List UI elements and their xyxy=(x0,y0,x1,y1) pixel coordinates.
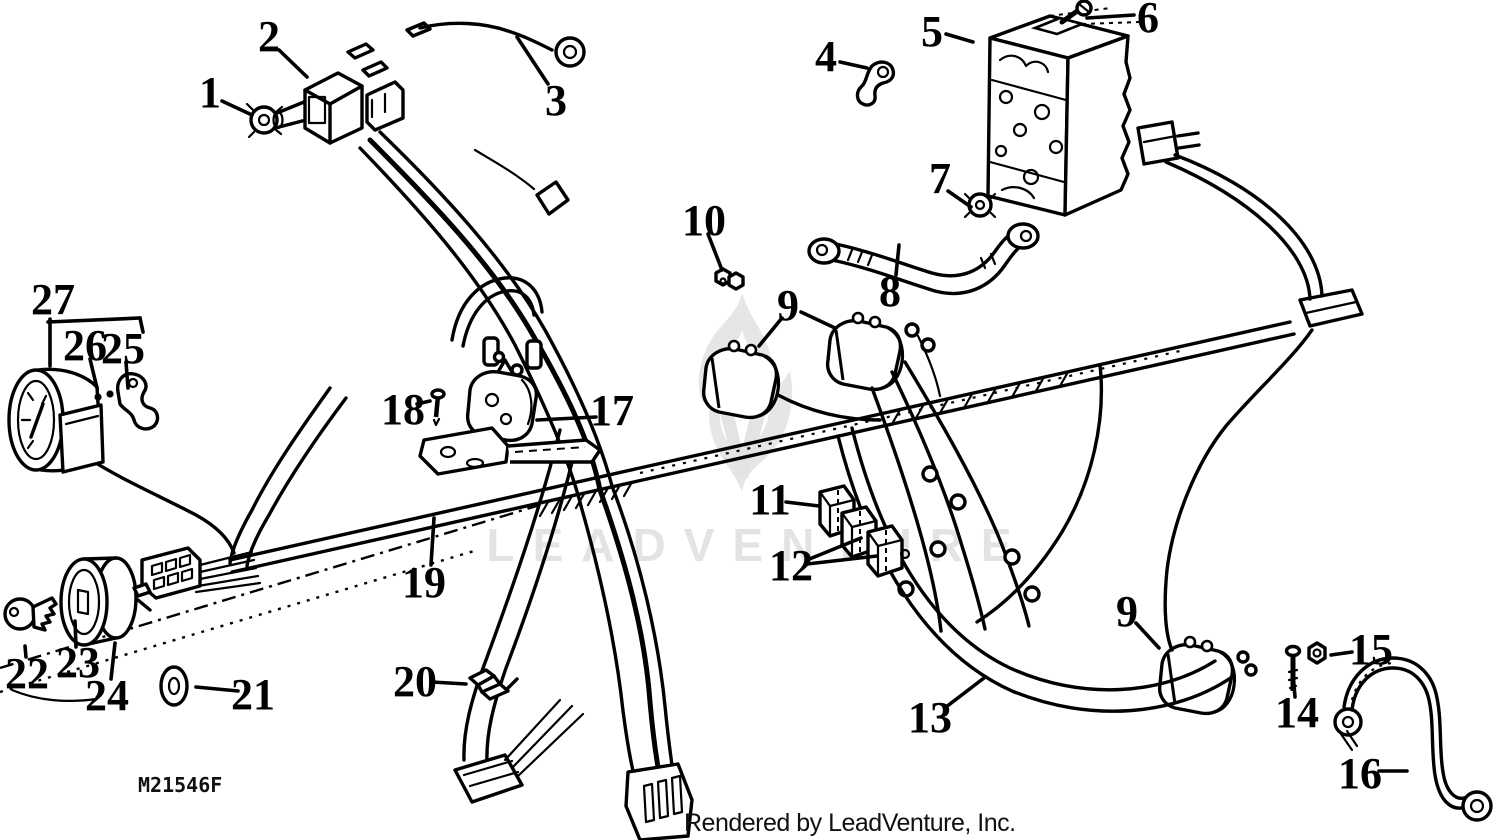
ring-terminal-wire-art xyxy=(418,21,586,216)
callout-label-17-17: 17 xyxy=(590,386,634,435)
callout-label-24-24: 24 xyxy=(85,671,129,720)
callout-label-7-6: 7 xyxy=(929,154,951,203)
callout-label-5-4: 5 xyxy=(921,7,943,56)
washer-art xyxy=(159,665,189,707)
ground-cable-art xyxy=(1333,656,1493,822)
callout-leader-12 xyxy=(805,536,863,562)
callout-label-25-25: 25 xyxy=(101,324,145,373)
callout-label-11-10: 11 xyxy=(749,475,791,524)
callout-label-27-27: 27 xyxy=(31,275,75,324)
callout-leader-15 xyxy=(1329,650,1354,657)
callout-leader-22 xyxy=(23,644,28,659)
callout-label-12-11: 12 xyxy=(769,541,813,590)
callout-label-14-14: 14 xyxy=(1275,688,1319,737)
credit-line-text: Rendered by LeadVenture, Inc. xyxy=(684,809,1016,837)
callout-leader-24 xyxy=(109,641,117,681)
callout-leader-25 xyxy=(124,360,130,390)
callout-label-16-16: 16 xyxy=(1338,749,1382,798)
callout-label-18-18: 18 xyxy=(381,385,425,434)
bottom-left-connector-art xyxy=(453,698,585,804)
callout-leader-9 xyxy=(799,310,837,330)
voltage-regulator-art xyxy=(855,0,1201,219)
callout-label-2-1: 2 xyxy=(258,12,280,61)
callout-leader-7 xyxy=(946,189,973,209)
callout-leader-5 xyxy=(944,32,975,44)
callout-leader-18 xyxy=(415,399,432,406)
callout-label-20-20: 20 xyxy=(393,657,437,706)
callout-leader-1 xyxy=(220,99,254,117)
callout-leader-26 xyxy=(88,357,99,390)
solenoid-right-art xyxy=(825,311,905,392)
callout-label-4-3: 4 xyxy=(815,32,837,81)
callout-leader-19 xyxy=(429,516,436,567)
key-art xyxy=(3,596,98,702)
callout-label-19-19: 19 xyxy=(402,558,446,607)
callout-leader-12 xyxy=(805,554,879,566)
callout-leader-20 xyxy=(430,680,468,686)
callout-label-21-21: 21 xyxy=(231,670,275,719)
callout-label-3-2: 3 xyxy=(545,76,567,125)
callout-leader-4 xyxy=(838,60,869,70)
callout-leader-9 xyxy=(1134,621,1161,650)
callout-leader-2 xyxy=(277,48,309,79)
callout-leader-6 xyxy=(1085,13,1136,20)
harness-loop-wires-art xyxy=(836,153,1324,713)
callout-label-6-5: 6 xyxy=(1137,0,1159,42)
hex-nuts-art xyxy=(714,267,745,291)
callout-label-23-23: 23 xyxy=(56,638,100,687)
callout-leader-13 xyxy=(944,676,986,709)
ground-strap-art xyxy=(807,222,1040,296)
figure-code-text: M21546F xyxy=(138,773,222,797)
callout-label-26-26: 26 xyxy=(63,321,107,370)
pto-switch-art xyxy=(418,350,602,476)
ignition-connector-art xyxy=(140,546,262,600)
callout-leader-17 xyxy=(535,415,598,422)
gauge-art xyxy=(7,367,160,474)
toggle-switch-art xyxy=(245,71,405,145)
bottom-center-connector-art xyxy=(624,762,694,840)
callout-leader-23 xyxy=(73,619,78,649)
screw-and-nut-art xyxy=(1236,641,1327,691)
callout-label-8-7: 8 xyxy=(879,267,901,316)
callout-label-10-9: 10 xyxy=(682,196,726,245)
spade-terminals-art xyxy=(346,21,432,78)
callout-label-9-8: 9 xyxy=(777,281,799,330)
callout-leader-14 xyxy=(1291,671,1297,699)
callout-leader-9 xyxy=(757,316,784,348)
callout-label-1-0: 1 xyxy=(199,68,221,117)
callout-leader-8 xyxy=(894,243,901,277)
callout-label-9-13: 9 xyxy=(1116,587,1138,636)
callout-label-15-15: 15 xyxy=(1349,625,1393,674)
clip-art xyxy=(468,668,519,701)
callout-leader-21 xyxy=(194,685,240,693)
callout-leader-3 xyxy=(515,35,550,86)
loom-band-art xyxy=(86,386,348,568)
callout-leader-10 xyxy=(706,232,724,272)
ignition-switch-art xyxy=(59,556,152,647)
callout-leader-27 xyxy=(46,316,145,334)
leadventure-watermark-text: LEADVENTURE xyxy=(486,519,1029,571)
harness-trunk-art xyxy=(0,288,1364,694)
callout-label-22-22: 22 xyxy=(5,649,49,698)
solenoid-wires-art xyxy=(776,322,1041,633)
callout-label-13-12: 13 xyxy=(908,693,952,742)
callout-leader-11 xyxy=(784,500,821,508)
